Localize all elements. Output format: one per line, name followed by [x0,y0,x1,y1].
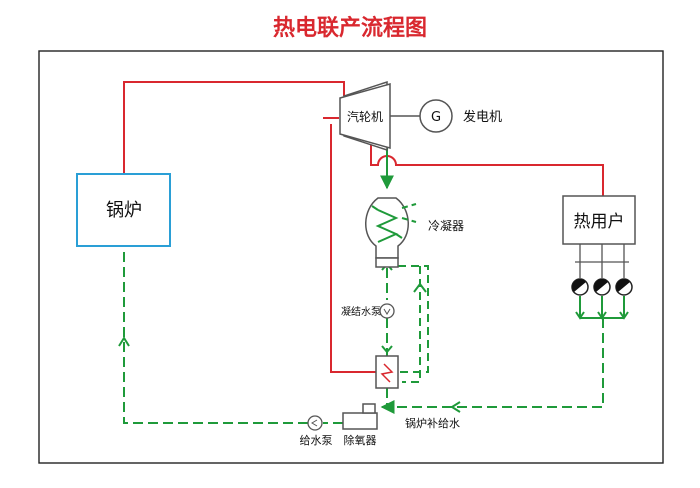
diagram-frame [38,50,664,464]
deaerator-box [342,412,378,430]
boiler-label: 锅炉 [106,200,142,221]
heating-steam-line [370,138,604,196]
condensate-pump-label: 凝结水泵 [341,305,381,318]
condensate-pump-symbol [379,303,395,319]
boiler-makeup-label: 锅炉补给水 [405,417,460,430]
main-steam-line [123,81,345,174]
flow-arrows [118,262,629,413]
generator-label: 发电机 [463,109,502,125]
extraction-line [330,124,376,373]
boiler-box [76,173,171,247]
cooling-water-out [401,217,417,223]
condenser-coil-left [371,205,379,211]
turbine-body [339,83,391,149]
condenser-coil-right [395,233,403,239]
makeup-water-line [380,318,604,414]
cooling-loop [396,265,429,373]
feed-pump-mark [311,419,318,427]
cooling-water-in [401,203,417,209]
water-lines [123,136,625,424]
heat-user-label: 热用户 [574,212,625,232]
page-title: 热电联产流程图 [272,15,427,41]
condensate-pump-mark [383,308,391,315]
condenser-coil [375,209,399,243]
feed-pump-label: 给水泵 [300,434,333,447]
turbine-label: 汽轮机 [347,109,383,124]
feed-pump-symbol [307,415,323,431]
generator-symbol [419,99,453,133]
deaerator-head [362,403,376,414]
heat-exchanger [375,355,399,389]
deaerator-label: 除氧器 [344,433,377,447]
generator-symbol-label: G [431,110,441,125]
heat-exchanger-mark [380,363,394,383]
cooling-loop-return [402,266,421,383]
condenser-label: 冷凝器 [428,218,464,233]
radiator-icon [615,278,633,296]
heat-user-box [562,195,636,245]
radiator-icons [571,278,633,296]
radiator-icon [593,278,611,296]
radiator-icon [571,278,589,296]
hotwell [375,257,399,268]
heat-user-radiators [575,244,629,278]
feed-line-2 [123,250,308,424]
